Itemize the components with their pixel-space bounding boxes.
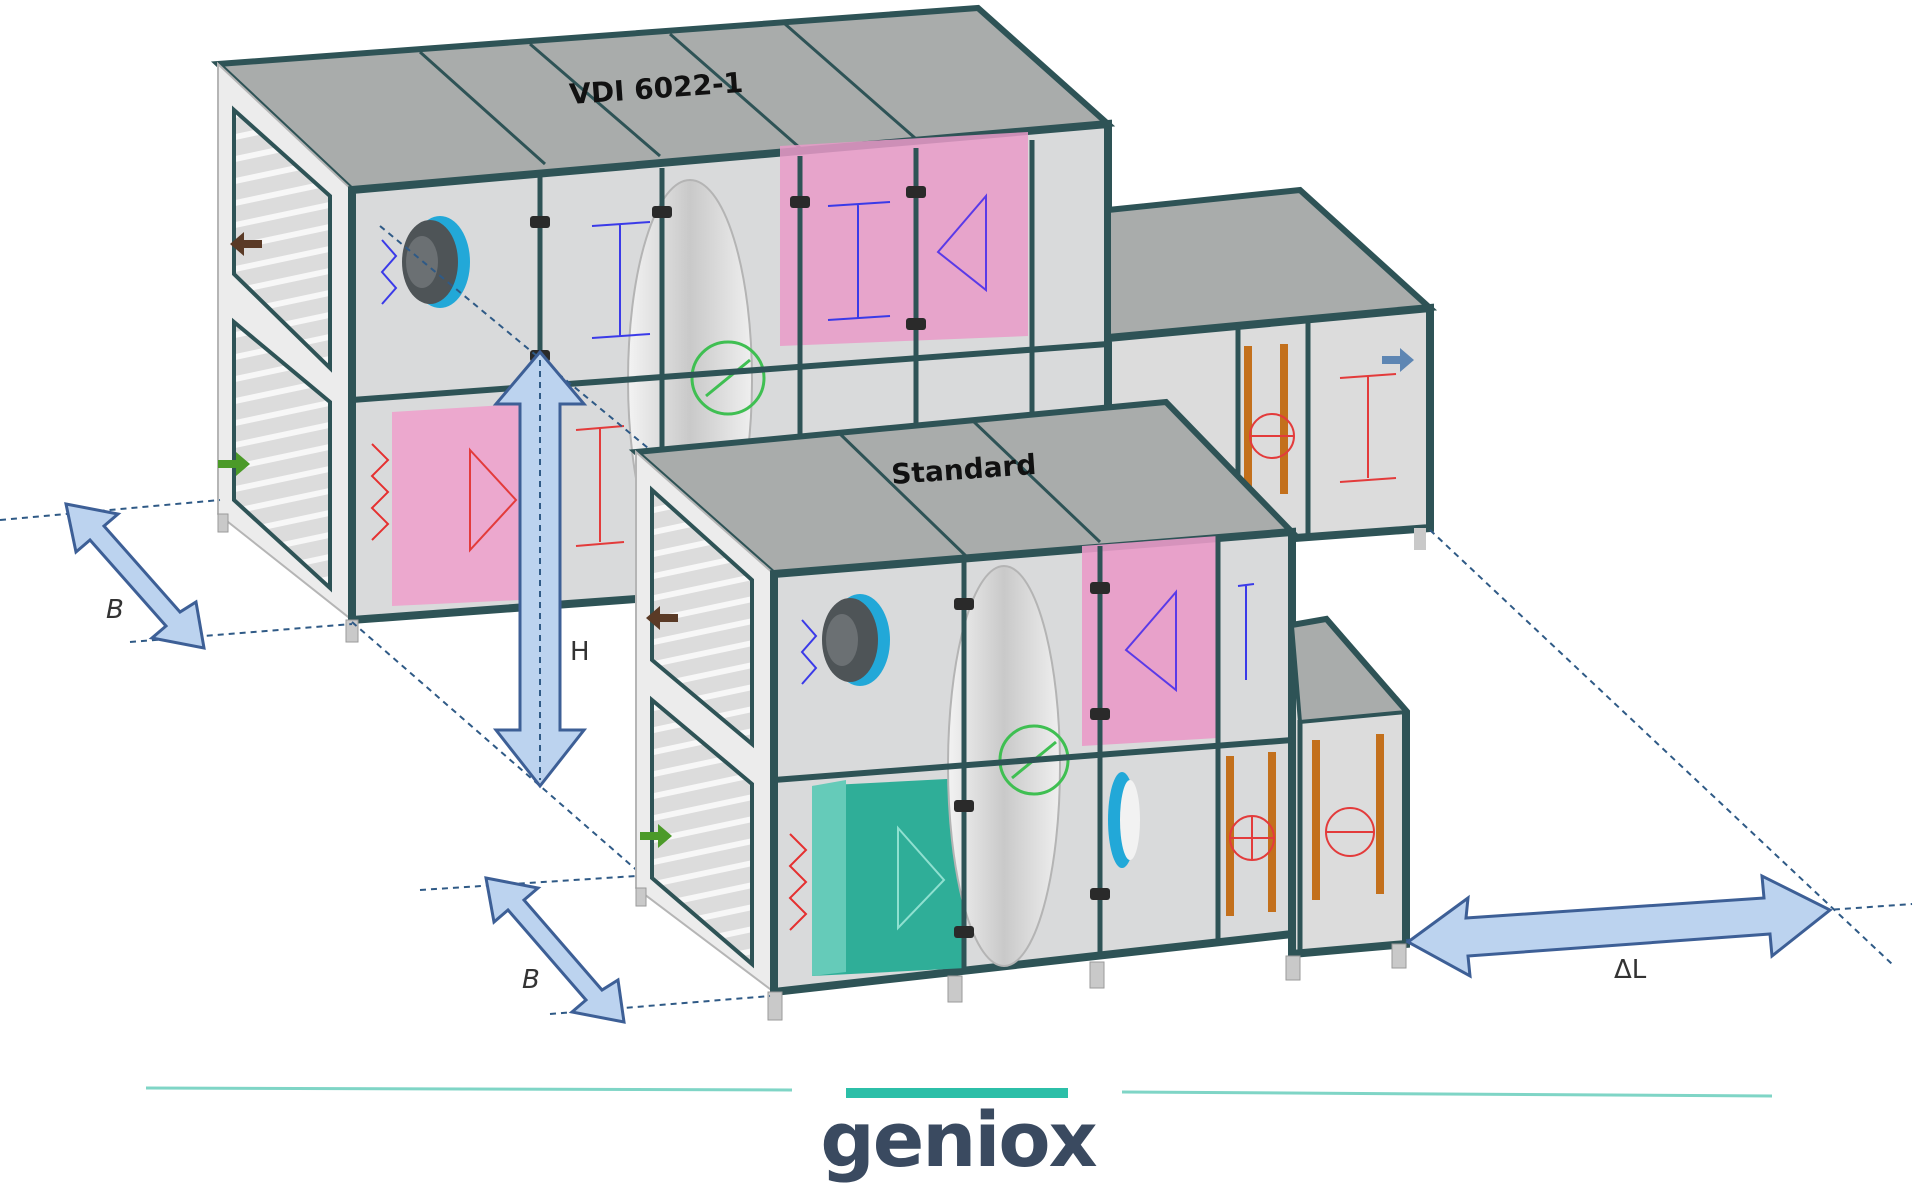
heater-coil-icon [370,443,390,541]
supply-arrow-icon [640,824,672,848]
bypass-damper-icon [690,340,766,416]
length-delta-dimension-arrow [1405,873,1833,979]
width-vdi-dimension-arrow [64,502,206,650]
filter-symbol-icon [897,825,946,931]
coil-icon [591,221,651,339]
fan-icon [1108,772,1140,868]
brand-footer: geniox [145,1086,1773,1184]
fan-icon [822,594,890,686]
footer-rule-left [145,1086,793,1092]
supply-arrow-icon [218,452,250,476]
extract-arrow-icon [1382,348,1414,372]
coil-icon [827,201,891,321]
plate-heat-exchanger [812,778,966,976]
filter-symbol-icon [469,447,518,553]
cooler-coil-icon [380,239,398,305]
filter-symbol-icon [936,193,987,293]
width-vdi-label: B [106,595,124,625]
standard-unit: Standard [628,398,1411,1021]
coil-icon [1339,373,1397,483]
width-standard-dimension-arrow [484,876,626,1024]
brand-logo: geniox [820,1095,1096,1184]
fan-icon [402,216,470,308]
coil-icon [575,425,625,547]
height-label: H [570,637,590,667]
filter-icon [780,132,1028,346]
footer-rule-right [1121,1090,1773,1098]
length-delta-label: ΔL [1614,955,1647,985]
exhaust-arrow-icon [230,232,262,256]
height-dimension-arrow [492,349,588,789]
heater-coil-icon [788,833,808,931]
exhaust-arrow-icon [646,606,678,630]
width-standard-label: B [522,965,540,995]
coil-icon [1237,583,1255,680]
footer-accent-bar [846,1088,1068,1098]
cooler-coil-icon [800,619,818,685]
filter-icon [392,404,520,606]
filter-symbol-icon [1124,589,1177,693]
filter-icon [1082,536,1218,746]
